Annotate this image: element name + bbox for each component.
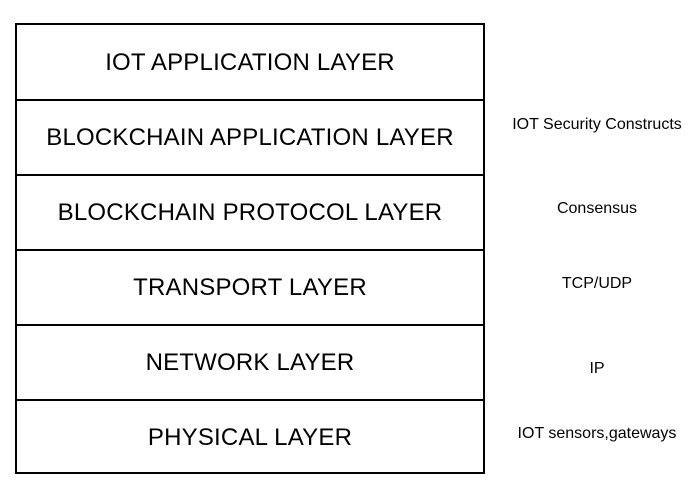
- layer-stack: IOT APPLICATION LAYER BLOCKCHAIN APPLICA…: [15, 23, 485, 474]
- layer-label: IOT APPLICATION LAYER: [105, 48, 395, 76]
- layer-network: NETWORK LAYER: [17, 324, 483, 399]
- layer-iot-application: IOT APPLICATION LAYER: [17, 25, 483, 100]
- layer-label: PHYSICAL LAYER: [147, 423, 353, 451]
- annotation-tcp-udp: TCP/UDP: [561, 275, 633, 292]
- layer-label: BLOCKCHAIN APPLICATION LAYER: [46, 123, 454, 151]
- layer-label: TRANSPORT LAYER: [133, 273, 367, 301]
- layer-physical: PHYSICAL LAYER: [17, 399, 483, 474]
- layer-blockchain-application: BLOCKCHAIN APPLICATION LAYER: [17, 99, 483, 174]
- annotation-consensus: Consensus: [556, 200, 638, 217]
- annotation-iot-sensors-gateways: IOT sensors,gateways: [517, 425, 677, 442]
- layer-label: NETWORK LAYER: [145, 348, 355, 376]
- layer-label: BLOCKCHAIN PROTOCOL LAYER: [57, 198, 443, 226]
- layer-blockchain-protocol: BLOCKCHAIN PROTOCOL LAYER: [17, 174, 483, 249]
- annotation-security-constructs: IOT Security Constructs: [512, 116, 682, 133]
- annotation-ip: IP: [589, 360, 605, 377]
- layer-transport: TRANSPORT LAYER: [17, 249, 483, 324]
